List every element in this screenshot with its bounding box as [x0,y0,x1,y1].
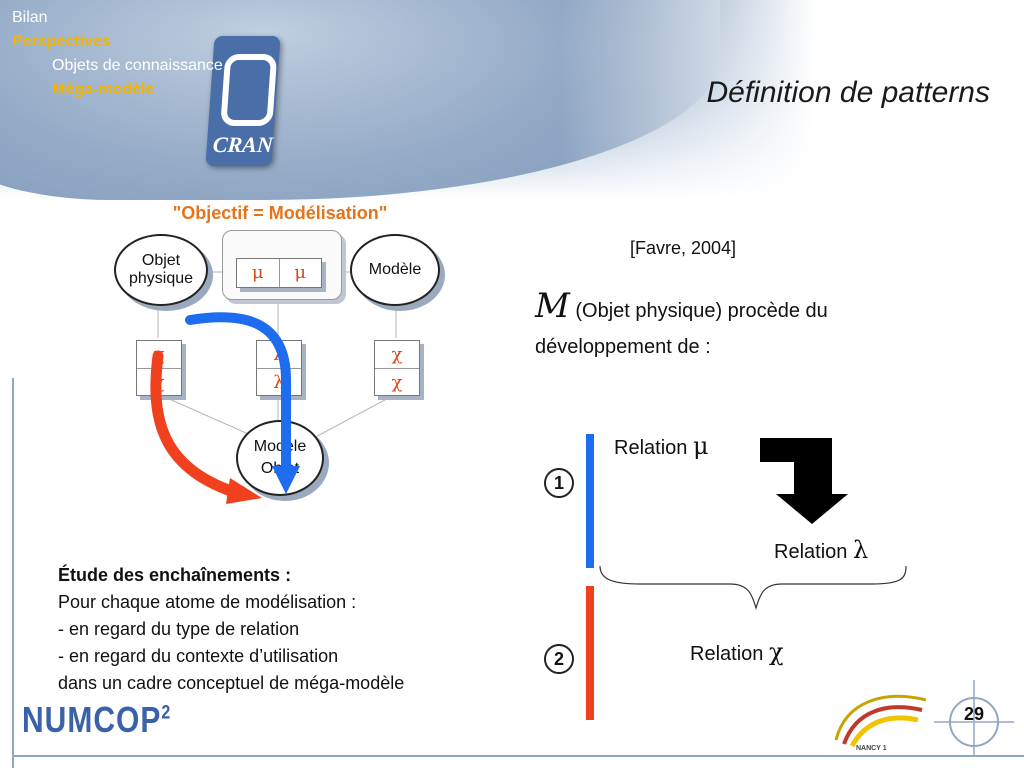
node-modele-label: Modèle [368,261,422,278]
red-arrowhead [226,478,262,504]
university-logo: NANCY 1 [834,694,927,752]
mu-cell-1: μ [237,259,280,287]
section-nav: Bilan Perspectives Objets de connaissanc… [12,6,223,102]
node-modele-objet[interactable]: Modèle Objet [236,420,324,496]
node-objet-physique-label: Objet physique [128,252,194,287]
nav-item-perspectives[interactable]: Perspectives [12,33,111,50]
chi-cells-right: χ χ [374,340,420,396]
step-1-badge: 1 [544,468,574,498]
bottom-divider [14,755,1024,757]
page-number: 29 [963,704,985,724]
chi-cell-right-1: χ [375,341,419,369]
slide-title: Définition de patterns [706,76,990,109]
left-divider [12,378,14,768]
nav-item-objets[interactable]: Objets de connaissance [52,57,223,74]
definition-line-2: développement de : [535,336,711,358]
red-bar-step2 [586,586,594,720]
mega-model-symbol: M [535,286,570,326]
etude-line-4: dans un cadre conceptuel de méga-modèle [58,673,405,693]
svg-text:NANCY 1: NANCY 1 [856,745,887,752]
definition-line-1: (Objet physique) procède du [575,300,828,322]
diagram-heading: "Objectif = Modélisation" [172,203,388,223]
lambda-cell-2: λ [273,372,285,393]
definition-text: M (Objet physique) procède du développem… [535,288,955,365]
blue-bar-step1 [586,434,594,568]
nav-item-bilan[interactable]: Bilan [12,9,48,26]
relation-mu: Relation μ [614,432,709,460]
node-modele-objet-line1: Modèle [253,438,307,455]
etude-block: Étude des enchaînements : Pour chaque at… [58,562,518,697]
etude-line-3: - en regard du contexte d’utilisation [58,646,339,666]
etude-heading: Étude des enchaînements : [58,565,292,585]
numcop-logo-text: NUMCOP [22,700,162,741]
relation-mu-label: Relation [614,437,688,459]
etude-line-1: Pour chaque atome de modélisation : [58,592,357,612]
page-target-icon [934,680,1014,756]
reference-citation: [Favre, 2004] [630,238,737,258]
relation-lambda-label: Relation [774,541,848,563]
blue-flow-arrow [185,312,291,475]
relation-lambda-symbol: λ [852,536,869,564]
relation-chi-label: Relation [690,643,764,665]
relation-chi-symbol: χ [768,638,784,666]
numcop-logo-sup: 2 [161,703,172,724]
relation-chi: Relation χ [690,638,784,666]
relation-lambda: Relation λ [774,536,868,564]
etude-line-2: - en regard du type de relation [58,619,300,639]
chi-cell-right-2: χ [391,372,403,393]
blue-arrowhead [272,466,300,494]
step-2-badge: 2 [544,644,574,674]
numcop-logo: NUMCOP2 [22,701,171,742]
relation-mu-symbol: μ [692,432,709,460]
nav-item-mega-modele[interactable]: Méga-modèle [52,81,155,98]
curly-brace [599,565,907,611]
node-objet-physique[interactable]: Objet physique [114,234,208,306]
node-modele[interactable]: Modèle [350,234,440,306]
mu-cell-2: μ [294,262,307,283]
banner-fade [560,0,1024,200]
red-flow-arrow [150,350,246,500]
mu-cells: μ μ [236,258,322,288]
black-bent-arrow [760,438,848,524]
